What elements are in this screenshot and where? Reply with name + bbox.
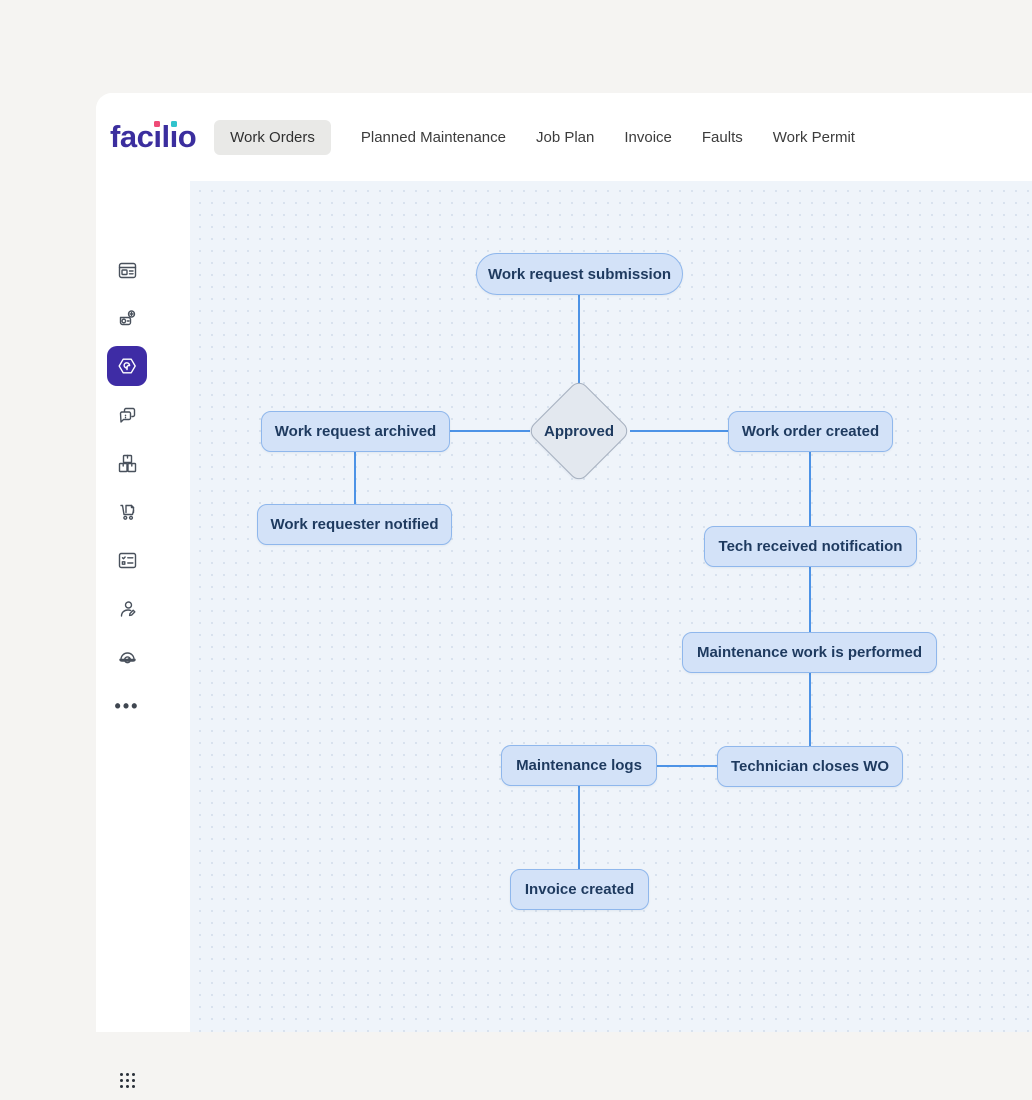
edge-tech-maintenance (809, 566, 811, 633)
edge-maintenance-closes-wo (809, 672, 811, 747)
sidebar-item-more[interactable]: ••• (114, 696, 140, 716)
dashboard-icon (118, 261, 137, 280)
edge-order-tech-notified (809, 451, 811, 527)
sidebar-item-assets[interactable] (107, 298, 147, 338)
workflow-canvas[interactable]: Work request submission Approved Work re… (190, 181, 1032, 1032)
inventory-icon (118, 454, 137, 473)
requests-icon (118, 406, 137, 425)
node-work-requester-notified[interactable]: Work requester notified (257, 504, 452, 545)
node-invoice-created[interactable]: Invoice created (510, 869, 649, 910)
edge-archived-notified (354, 451, 356, 505)
tasks-icon (118, 551, 137, 570)
decision-label: Approved (543, 422, 614, 440)
node-work-request-submission[interactable]: Work request submission (476, 253, 683, 295)
sidebar-item-procurement[interactable] (107, 492, 147, 532)
tab-job-plan[interactable]: Job Plan (535, 128, 595, 146)
edge-submission-approved (578, 294, 580, 396)
tab-planned-maintenance[interactable]: Planned Maintenance (360, 128, 506, 146)
sidebar-apps-launcher[interactable] (107, 1060, 147, 1100)
edge-approved-archived (450, 430, 530, 432)
technician-icon (118, 600, 137, 619)
node-work-order-created[interactable]: Work order created (728, 411, 893, 452)
tab-faults[interactable]: Faults (701, 128, 743, 146)
sidebar-item-safety[interactable] (107, 637, 147, 677)
apps-grid-icon (118, 1071, 137, 1090)
tab-invoice[interactable]: Invoice (624, 128, 672, 146)
tab-work-permit[interactable]: Work Permit (772, 128, 855, 146)
module-tabs: Work Orders Planned Maintenance Job Plan… (214, 119, 855, 155)
node-approved-decision[interactable]: Approved (526, 378, 632, 484)
sidebar-item-technician[interactable] (107, 589, 147, 629)
node-maintenance-logs[interactable]: Maintenance logs (501, 745, 657, 786)
node-tech-received-notification[interactable]: Tech received notification (704, 526, 917, 567)
sidebar-item-dashboard[interactable] (107, 250, 147, 290)
edge-logs-invoice (578, 785, 580, 870)
assets-icon (118, 309, 137, 328)
sidebar-item-work-orders[interactable] (107, 346, 147, 386)
node-work-request-archived[interactable]: Work request archived (261, 411, 450, 452)
edge-approved-order-created (630, 430, 728, 432)
safety-icon (118, 648, 137, 667)
node-maintenance-work-performed[interactable]: Maintenance work is performed (682, 632, 937, 673)
edge-closes-wo-logs (656, 765, 718, 767)
sidebar-item-tasks[interactable] (107, 540, 147, 580)
workorder-icon (117, 356, 137, 376)
procurement-icon (118, 503, 137, 522)
sidebar-item-inventory[interactable] (107, 443, 147, 483)
tab-work-orders[interactable]: Work Orders (214, 119, 331, 155)
left-sidebar: ••• (96, 181, 190, 1088)
sidebar-item-requests[interactable] (107, 395, 147, 435)
node-technician-closes-wo[interactable]: Technician closes WO (717, 746, 903, 787)
